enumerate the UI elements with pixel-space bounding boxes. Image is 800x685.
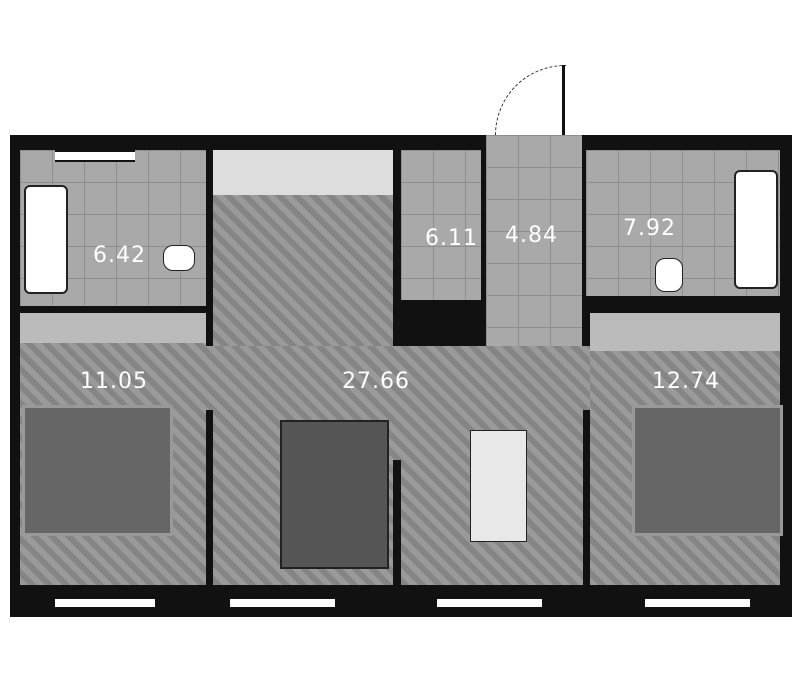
window xyxy=(437,597,542,609)
room-storage xyxy=(401,150,481,300)
bathtub-left xyxy=(24,185,68,294)
room-hall xyxy=(486,135,582,347)
area-storage: 6.11 xyxy=(425,226,478,251)
dining-table xyxy=(470,430,527,542)
wardrobe-right xyxy=(590,313,780,351)
sofa xyxy=(280,420,389,569)
bed-right xyxy=(632,405,783,536)
window xyxy=(645,597,750,609)
window xyxy=(230,597,335,609)
entrance-door-swing xyxy=(495,65,566,136)
inner-wall xyxy=(393,460,401,585)
kitchen-counter xyxy=(213,150,393,195)
bathtub-right xyxy=(734,170,778,289)
toilet-right xyxy=(655,258,683,292)
area-hall: 4.84 xyxy=(505,223,558,248)
bed-left xyxy=(22,405,173,536)
entrance-door[interactable] xyxy=(562,65,565,135)
area-living: 27.66 xyxy=(342,369,410,394)
inner-wall xyxy=(583,410,590,585)
area-bathroom-left: 6.42 xyxy=(93,243,146,268)
inner-wall xyxy=(206,410,213,585)
window xyxy=(55,597,155,609)
toilet-left xyxy=(163,245,195,271)
window xyxy=(55,150,135,162)
area-bathroom-right: 7.92 xyxy=(623,216,676,241)
area-bedroom-right: 12.74 xyxy=(652,369,720,394)
area-bedroom-left: 11.05 xyxy=(80,369,148,394)
wardrobe-left xyxy=(20,313,206,343)
